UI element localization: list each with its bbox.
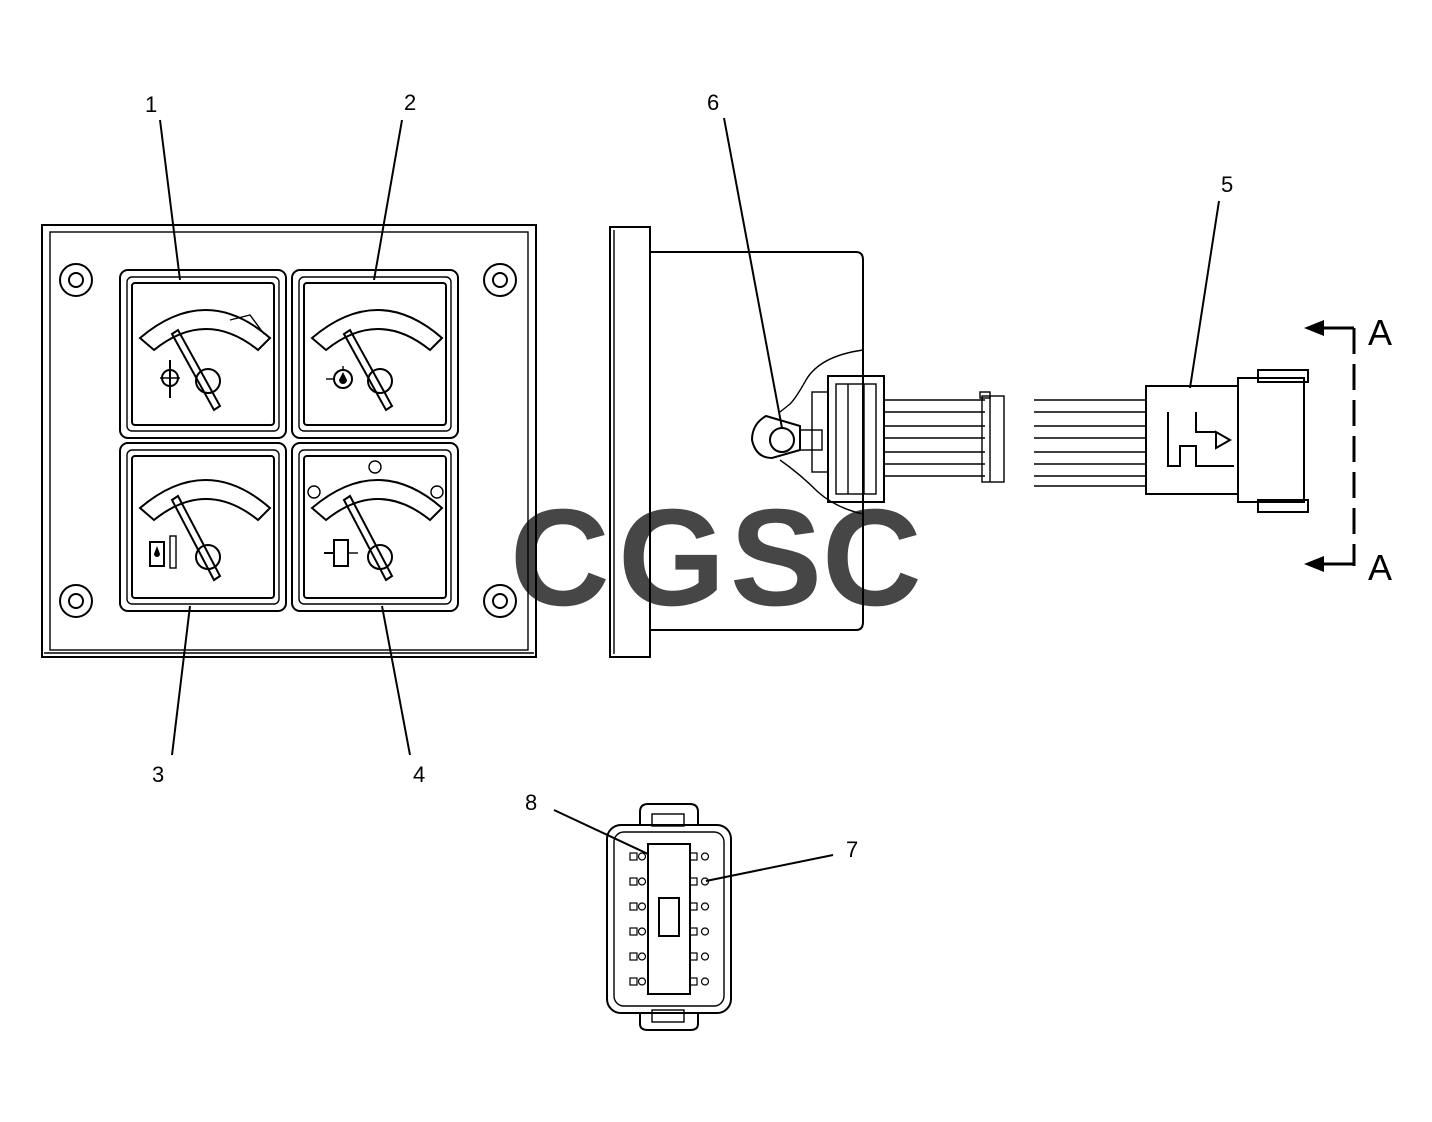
pin-cavities-left [629, 852, 647, 986]
pin-cavities-right [689, 852, 710, 986]
harness-connector [1034, 369, 1309, 513]
gauge-3 [119, 442, 287, 612]
mounting-hole-bottom-right [483, 584, 517, 618]
callout-1: 1 [145, 92, 157, 117]
mounting-hole-top-right [483, 263, 517, 297]
gauge-2 [291, 269, 459, 439]
watermark-letter-g: G [618, 481, 725, 635]
leader-line-2 [373, 119, 403, 281]
leader-line-6 [723, 117, 783, 429]
leader-line-3 [171, 605, 191, 756]
leader-lines [159, 117, 1220, 882]
fuel-level-icon [149, 535, 177, 569]
engine-oil-pressure-icon [326, 366, 353, 389]
connector-end-view [606, 803, 732, 1031]
leader-line-8 [553, 809, 649, 855]
battery-voltage-icon [324, 539, 358, 567]
wire-harness [884, 391, 1005, 483]
watermark-logo: C G S C [510, 481, 922, 635]
callout-5: 5 [1221, 172, 1233, 197]
callout-7: 7 [846, 837, 858, 862]
gauge-4 [291, 442, 459, 612]
leader-line-4 [381, 605, 411, 756]
gauge-body-side-view [609, 226, 1005, 658]
section-a-a-indicator: A A [1304, 312, 1392, 588]
callout-4: 4 [413, 762, 425, 787]
watermark-letter-c1: C [510, 481, 610, 635]
gauge-panel [41, 224, 537, 658]
coolant-temperature-icon [160, 360, 180, 398]
gauge-1 [119, 269, 287, 439]
watermark-letter-s: S [730, 481, 822, 635]
watermark-letter-c2: C [822, 481, 922, 635]
mounting-hole-top-left [59, 263, 93, 297]
callout-6: 6 [707, 90, 719, 115]
callout-3: 3 [152, 762, 164, 787]
callout-2: 2 [404, 90, 416, 115]
leader-line-7 [705, 854, 834, 882]
leader-line-1 [159, 119, 181, 281]
mounting-hole-bottom-left [59, 584, 93, 618]
section-label-bottom: A [1368, 547, 1392, 588]
callout-8: 8 [525, 790, 537, 815]
leader-line-5 [1189, 200, 1220, 389]
section-label-top: A [1368, 312, 1392, 353]
